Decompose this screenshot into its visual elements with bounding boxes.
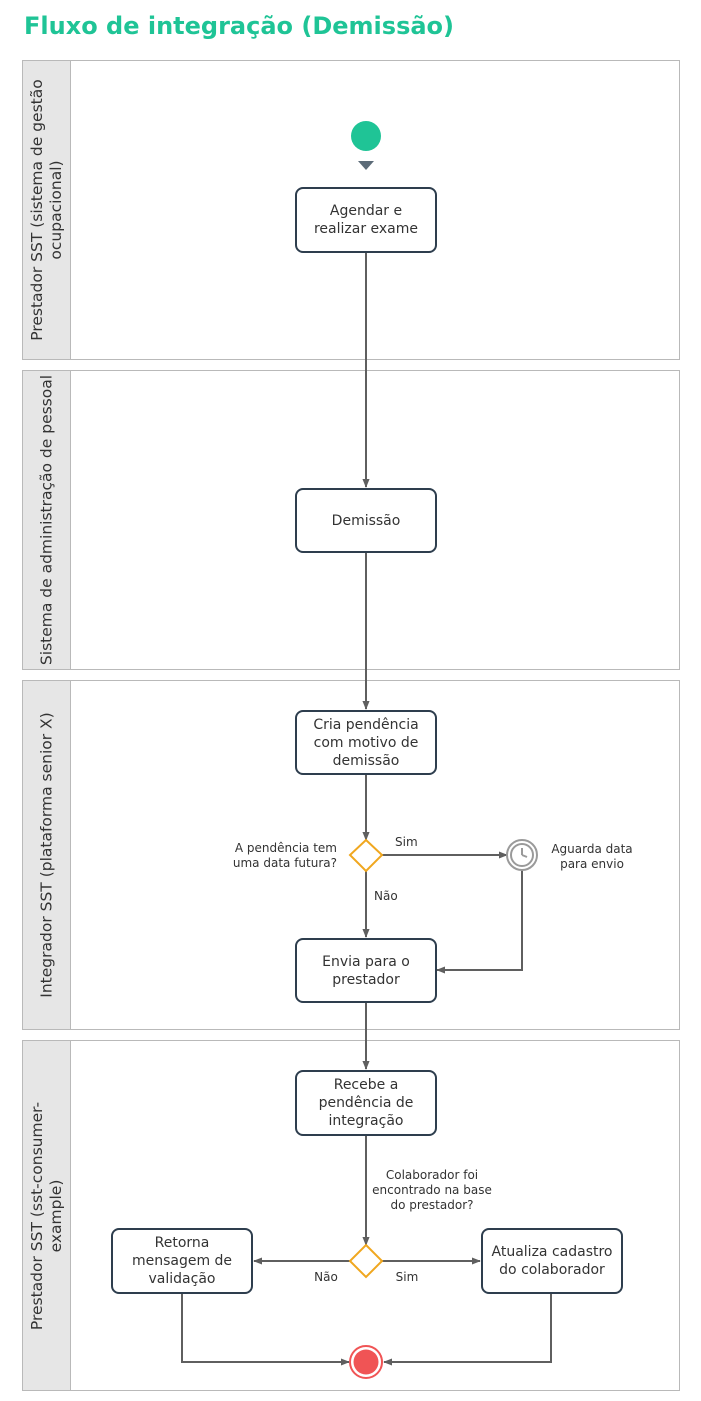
task-envia-prestador: Envia para o prestador: [295, 938, 437, 1003]
task-demissao: Demissão: [295, 488, 437, 553]
lane-header: Prestador SST (sst-consumer-example): [23, 1041, 71, 1390]
gateway-colaborador-encontrado: [348, 1243, 384, 1279]
gateway2-question-line3: do prestador?: [390, 1198, 473, 1212]
lane-header: Prestador SST (sistema de gestão ocupaci…: [23, 61, 71, 359]
gateway2-yes-label: Sim: [396, 1270, 419, 1284]
connector: [383, 1294, 552, 1366]
gateway1-no-label: Não: [374, 889, 398, 903]
gateway2-question-line2: encontrado na base: [372, 1183, 492, 1197]
gateway2-question-line1: Colaborador foi: [386, 1168, 478, 1182]
task-atualiza-cadastro: Atualiza cadastro do colaborador: [481, 1228, 623, 1294]
gateway1-question-line1: A pendência tem: [235, 841, 337, 855]
connector: [436, 870, 523, 974]
task-agendar-exame: Agendar e realizar exame: [295, 187, 437, 253]
gateway-data-futura: [348, 838, 384, 873]
connector: [181, 1294, 350, 1366]
task-recebe-pendencia: Recebe a pendência de integração: [295, 1070, 437, 1136]
timer-icon: [506, 839, 538, 871]
gateway2-no-label: Não: [314, 1270, 338, 1284]
lane-header: Integrador SST (plataforma senior X): [23, 681, 71, 1029]
timer-label-line2: para envio: [560, 857, 624, 871]
task-cria-pendencia: Cria pendência com motivo de demissão: [295, 710, 437, 775]
lane-header: Sistema de administração de pessoal: [23, 371, 71, 669]
diagram-title: Fluxo de integração (Demissão): [24, 12, 455, 40]
task-retorna-mensagem: Retorna mensagem de validação: [111, 1228, 253, 1294]
timer-label-line1: Aguarda data: [551, 842, 632, 856]
start-event: [351, 121, 381, 170]
gateway1-question-line2: uma data futura?: [233, 856, 337, 870]
end-event: [349, 1345, 383, 1379]
gateway1-yes-label: Sim: [395, 835, 418, 849]
